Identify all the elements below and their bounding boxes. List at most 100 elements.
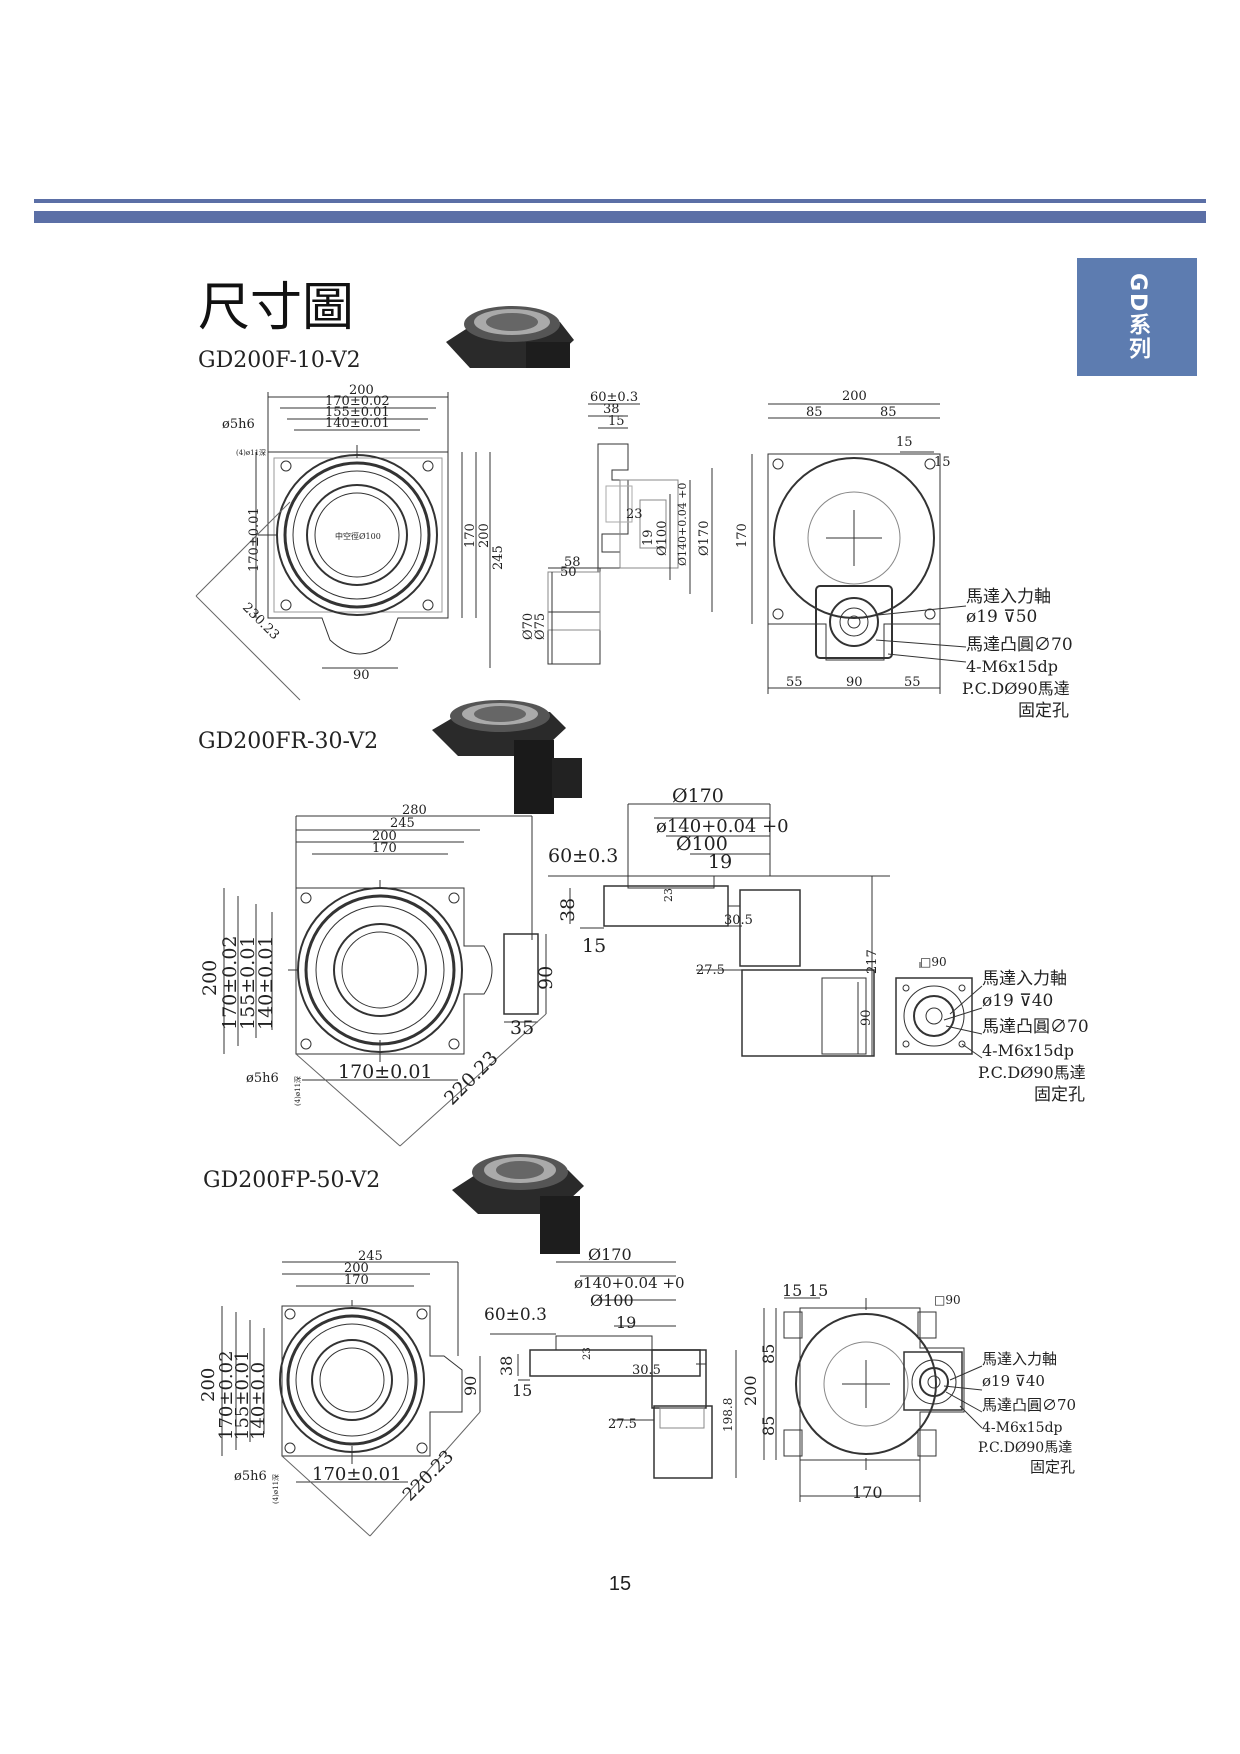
- m2-front-r35: 35: [510, 1017, 534, 1039]
- m3-back-b170: 170: [852, 1483, 883, 1502]
- m3-callout-boss: 馬達凸圓∅70: [982, 1396, 1076, 1414]
- m2-callout-pcd: P.C.DØ90馬達: [978, 1063, 1086, 1082]
- model-3-side-view: [490, 1261, 737, 1479]
- m1-front-h245: 245: [491, 545, 506, 570]
- m3-side-d15: 15: [512, 1381, 532, 1400]
- m2-side-d23: 23: [662, 888, 675, 902]
- m1-front-shaft: ø5h6: [222, 417, 255, 432]
- m1-front-center: 中空徑Ø100: [335, 531, 381, 541]
- m2-front-h140: 140±0.01: [255, 936, 277, 1031]
- m3-front-h155: 155±0.01: [232, 1350, 253, 1440]
- m2-side-d140: ø140+0.04 +0: [656, 816, 789, 837]
- m3-side-d23: 23: [582, 1347, 593, 1360]
- page-title: 尺寸圖: [198, 278, 355, 338]
- m1-back-h170: 170: [735, 523, 750, 548]
- m2-front-w280: 280: [402, 803, 427, 818]
- m3-back-h85a: 85: [759, 1344, 778, 1364]
- m2-front-pcd: (4)ø11深: [293, 1076, 302, 1106]
- m1-side-d50: 50: [560, 565, 577, 580]
- m3-front-r90: 90: [461, 1376, 480, 1396]
- m1-side-d170: Ø170: [697, 521, 712, 556]
- m2-front-w200: 200: [372, 829, 397, 844]
- m2-callout-input-shaft: 馬達入力軸: [982, 969, 1067, 989]
- m3-back-h200: 200: [741, 1375, 760, 1406]
- m1-back-b55a: 55: [786, 675, 803, 690]
- model-2-side-view: [548, 803, 890, 1057]
- m3-front-w170: 170: [344, 1273, 369, 1288]
- m1-front-h200: 200: [477, 523, 492, 548]
- m2-side-d38: 38: [557, 898, 579, 922]
- m1-side-d75: Ø75: [533, 613, 548, 640]
- m2-front-diag: 220.23: [440, 1047, 503, 1110]
- series-tab-label: GD系列: [1125, 272, 1150, 362]
- model-3-back-view: [763, 1297, 983, 1502]
- m1-callout-pcd: P.C.DØ90馬達: [962, 679, 1070, 698]
- model-1-front-view: [195, 392, 491, 701]
- m2-callout-holes: 4-M6x15dp: [982, 1041, 1074, 1060]
- m1-side-d60: 60±0.3: [590, 390, 638, 405]
- m3-callout-pcd: P.C.DØ90馬達: [978, 1440, 1072, 1456]
- m3-front-shaft: ø5h6: [234, 1469, 267, 1484]
- m3-side-d100: Ø100: [590, 1291, 634, 1310]
- m1-front-w170: 170±0.02: [325, 394, 390, 409]
- m1-back-l85: 85: [806, 405, 823, 420]
- m3-callout-input-shaft: 馬達入力軸: [982, 1350, 1057, 1368]
- m1-back-r85: 85: [880, 405, 897, 420]
- m3-side-d140: ø140+0.04 +0: [574, 1274, 685, 1292]
- m3-front-h140: 140±0.0: [248, 1362, 269, 1440]
- m2-side-d30: 30.5: [724, 913, 753, 928]
- m2-side-d217: 217: [865, 949, 880, 974]
- m2-motor-sq: □90: [920, 955, 947, 969]
- m3-side-d38: 38: [497, 1356, 516, 1376]
- m3-front-h200: 200: [198, 1368, 219, 1402]
- m1-callout-holes: 4-M6x15dp: [966, 657, 1058, 676]
- m2-front-w170: 170: [372, 841, 397, 856]
- m3-front-w245: 245: [358, 1249, 383, 1264]
- m2-side-d15: 15: [582, 935, 606, 957]
- m2-side-d60: 60±0.3: [548, 845, 618, 867]
- m3-side-d198: 198.8: [721, 1398, 735, 1432]
- m3-callout-shaft-size: ø19 ⊽40: [982, 1372, 1045, 1390]
- model-2-front-view: [223, 815, 547, 1147]
- m3-side-d60: 60±0.3: [484, 1305, 547, 1325]
- m2-front-h155: 155±0.01: [237, 936, 259, 1031]
- page-number: 15: [608, 1573, 632, 1595]
- m2-front-r90: 90: [535, 966, 557, 990]
- header-rule-thick: [34, 211, 1206, 223]
- m2-side-d19: 19: [708, 851, 732, 873]
- m3-front-diag: 220.23: [399, 1446, 458, 1505]
- m1-front-w155: 155±0.01: [325, 405, 390, 420]
- series-tab: GD系列: [1077, 258, 1197, 376]
- m2-front-w245: 245: [390, 816, 415, 831]
- m1-front-diag: 230.23: [239, 600, 282, 643]
- product-photo-1: [446, 306, 574, 368]
- m3-back-t15b: 15: [808, 1281, 828, 1300]
- m1-callout-fix: 固定孔: [1018, 701, 1069, 721]
- m1-front-w200: 200: [349, 383, 374, 398]
- m2-side-d170: Ø170: [672, 785, 724, 807]
- m1-side-d19: 19: [641, 529, 656, 546]
- m1-front-h170b: 170: [463, 523, 478, 548]
- m1-front-pcd: (4)ø11深: [236, 448, 266, 457]
- m1-callout-boss: 馬達凸圓∅70: [966, 635, 1073, 655]
- m3-side-d27: 27.5: [608, 1417, 637, 1432]
- m3-back-t15a: 15: [782, 1281, 802, 1300]
- m2-side-d27: 27.5: [696, 963, 725, 978]
- header-rule-thin: [34, 199, 1206, 203]
- m3-side-d170: Ø170: [588, 1245, 632, 1264]
- model-2-title: GD200FR-30-V2: [198, 729, 379, 754]
- product-photo-2: [432, 700, 582, 814]
- m1-back-b90: 90: [846, 675, 863, 690]
- model-2-motor-face: [895, 962, 983, 1059]
- m1-side-d38: 38: [603, 402, 620, 417]
- m1-side-d23: 23: [626, 507, 643, 522]
- m3-back-h85b: 85: [759, 1416, 778, 1436]
- m1-front-h170: 170±0.01: [247, 507, 262, 572]
- m1-back-s15a: 15: [896, 435, 913, 450]
- m2-side-d90: 90: [859, 1009, 874, 1026]
- m2-front-shaft: ø5h6: [246, 1071, 279, 1086]
- product-photo-3: [452, 1154, 584, 1254]
- m3-side-d30: 30.5: [632, 1363, 661, 1378]
- m3-back-sq: □90: [934, 1293, 961, 1307]
